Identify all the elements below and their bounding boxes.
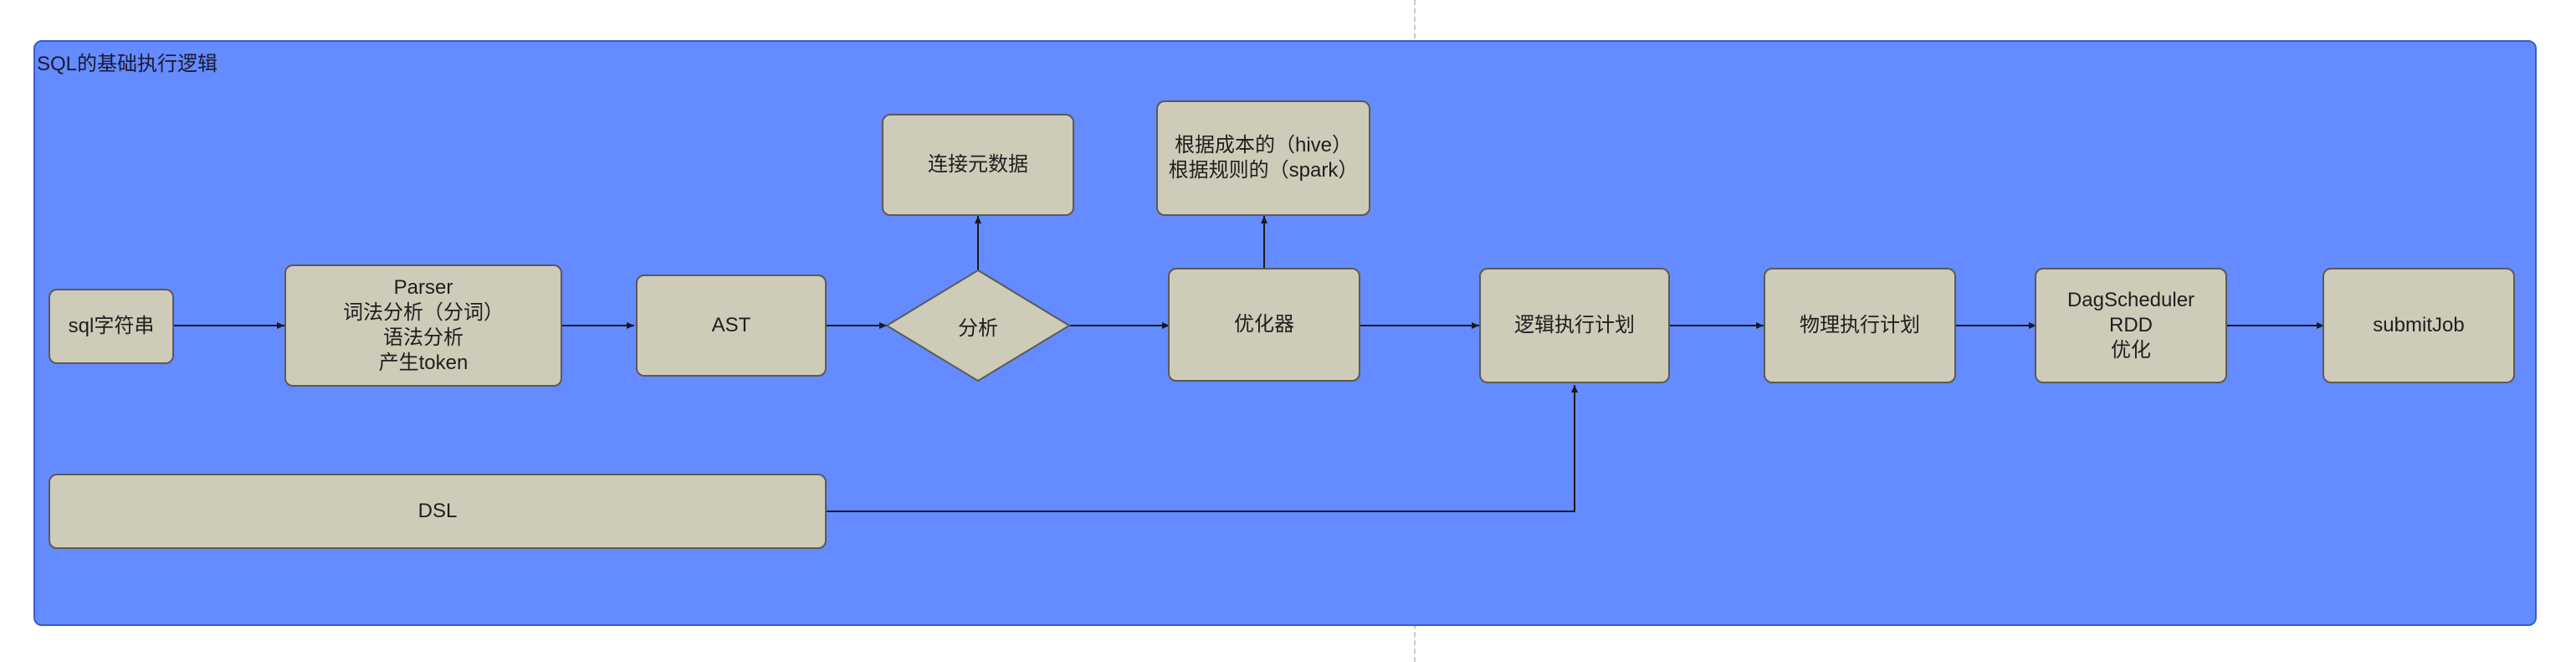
node-analyze-label: 分析 (958, 316, 998, 340)
node-optimizer: 优化器 (1168, 268, 1360, 382)
node-dag-line-3: 优化 (2111, 339, 2151, 362)
diagram-title: SQL的基础执行逻辑 (37, 53, 218, 75)
node-dsl: DSL (49, 474, 827, 549)
node-parser-line-3: 语法分析 (383, 326, 463, 349)
node-physical-plan: 物理执行计划 (1764, 268, 1956, 383)
diamond-analyze (885, 269, 1071, 382)
node-parser-line-2: 词法分析（分词） (343, 301, 504, 324)
node-optimizer-label: 优化器 (1234, 313, 1294, 336)
node-parser-line-4: 产生token (378, 352, 469, 374)
node-parser: Parser 词法分析（分词） 语法分析 产生token (284, 264, 562, 387)
node-sql-string-label: sql字符串 (68, 315, 155, 337)
edge-dsl-to-logical-plan (827, 385, 1578, 512)
node-cost-rules: 根据成本的（hive） 根据规则的（spark） (1156, 100, 1370, 216)
node-logical-plan-label: 逻辑执行计划 (1514, 314, 1635, 336)
node-metadata-label: 连接元数据 (928, 153, 1028, 176)
node-metadata: 连接元数据 (882, 114, 1074, 216)
node-dag-scheduler: DagScheduler RDD 优化 (2035, 268, 2227, 383)
node-parser-line-1: Parser (393, 276, 453, 299)
node-dag-line-2: RDD (2109, 314, 2153, 336)
node-dag-line-1: DagScheduler (2066, 289, 2195, 311)
node-sql-string: sql字符串 (49, 289, 174, 364)
node-cost-rules-line-1: 根据成本的（hive） (1174, 134, 1353, 157)
node-physical-plan-label: 物理执行计划 (1800, 314, 1920, 336)
node-submit-job: submitJob (2322, 268, 2515, 383)
node-ast: AST (636, 275, 827, 377)
node-cost-rules-line-2: 根据规则的（spark） (1168, 159, 1359, 182)
node-ast-label: AST (711, 314, 751, 336)
node-dsl-label: DSL (417, 500, 458, 522)
node-logical-plan: 逻辑执行计划 (1479, 268, 1670, 383)
node-submit-job-label: submitJob (2373, 314, 2465, 336)
